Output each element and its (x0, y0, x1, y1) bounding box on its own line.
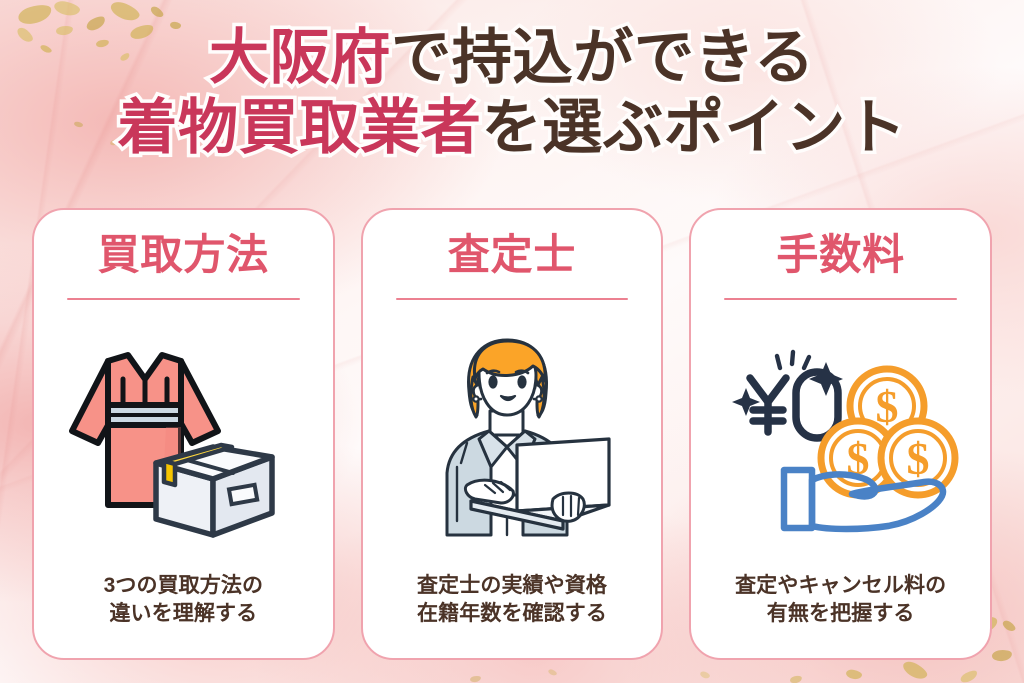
caption-line-2: 有無を把握する (766, 601, 915, 625)
title-line-2: 着物買取業者を選ぶポイント (0, 91, 1024, 165)
caption-line-1: 査定士の実績や資格 (417, 573, 607, 597)
card-fees[interactable]: 手数料 (689, 208, 993, 660)
card-caption-fees: 査定やキャンセル料の 有無を把握する (735, 572, 946, 642)
illustration-appraiser-with-laptop (377, 300, 648, 572)
caption-line-1: 3つの買取方法の (103, 573, 264, 597)
card-title-appraiser: 査定士 (447, 231, 577, 278)
caption-line-2: 違いを理解する (109, 601, 258, 625)
coin-symbol-right: $ (906, 433, 929, 484)
illustration-zero-fee-coins-hand: $ $ $ (705, 300, 976, 572)
points-card-row: 買取方法 (32, 208, 993, 660)
card-caption-buyback-method: 3つの買取方法の 違いを理解する (104, 572, 264, 642)
illustration-kimono-and-box (48, 300, 319, 572)
card-title-buyback-method: 買取方法 (97, 231, 270, 278)
page-title: 大阪府で持込ができる 着物買取業者を選ぶポイント (0, 21, 1024, 165)
shine-strokes (774, 349, 811, 371)
title-line-2-highlight: 着物買取業者 (114, 91, 485, 165)
zero-yen-coins-hand-icon: $ $ $ (731, 349, 959, 533)
female-appraiser-laptop-icon (445, 338, 611, 537)
kimono-box-icon (69, 352, 276, 539)
caption-line-1: 査定やキャンセル料の (735, 573, 947, 597)
title-line-1: 大阪府で持込ができる (0, 21, 1024, 95)
card-title-fees: 手数料 (776, 231, 905, 278)
title-line-2-rest: を選ぶポイント (478, 91, 909, 165)
title-line-1-rest: で持込ができる (388, 21, 818, 95)
card-caption-appraiser: 査定士の実績や資格 在籍年数を確認する (417, 572, 607, 642)
card-buyback-method[interactable]: 買取方法 (32, 208, 335, 660)
title-line-1-highlight: 大阪府 (205, 21, 393, 95)
card-appraiser[interactable]: 査定士 (360, 208, 664, 660)
caption-line-2: 在籍年数を確認する (417, 601, 607, 625)
